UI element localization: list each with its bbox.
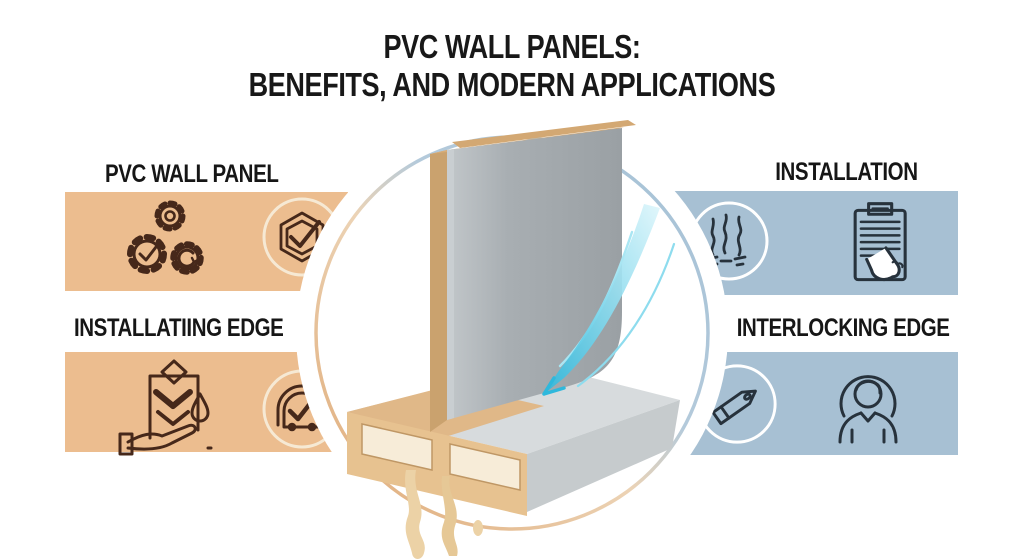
person-icon <box>838 375 898 444</box>
band-bottom-right <box>680 352 958 455</box>
title-line-2: BENEFITS, AND MODERN APPLICATIONS <box>248 65 776 103</box>
heading-pvc-wall-panel: PVC WALL PANEL <box>105 160 279 188</box>
heading-installation: INSTALLATION <box>775 158 919 186</box>
heading-interlocking-edge: INTERLOCKING EDGE <box>737 314 950 342</box>
title-line-1: PVC WALL PANELS: <box>383 28 641 65</box>
pvc-panel-cross-section-illustration <box>314 120 710 559</box>
clipboard-pointing-hand-icon <box>853 202 907 282</box>
adhesive-drips <box>405 470 483 559</box>
hand-check-droplet-icon <box>118 359 213 456</box>
page-title: PVC WALL PANELS: BENEFITS, AND MODERN AP… <box>0 28 1024 103</box>
airflow-arrow <box>542 204 676 396</box>
band-top-left <box>65 192 348 291</box>
band-bottom-left <box>65 352 342 456</box>
heading-installating-edge: INSTALLATIING EDGE <box>74 314 284 342</box>
gears-icon <box>127 200 204 275</box>
